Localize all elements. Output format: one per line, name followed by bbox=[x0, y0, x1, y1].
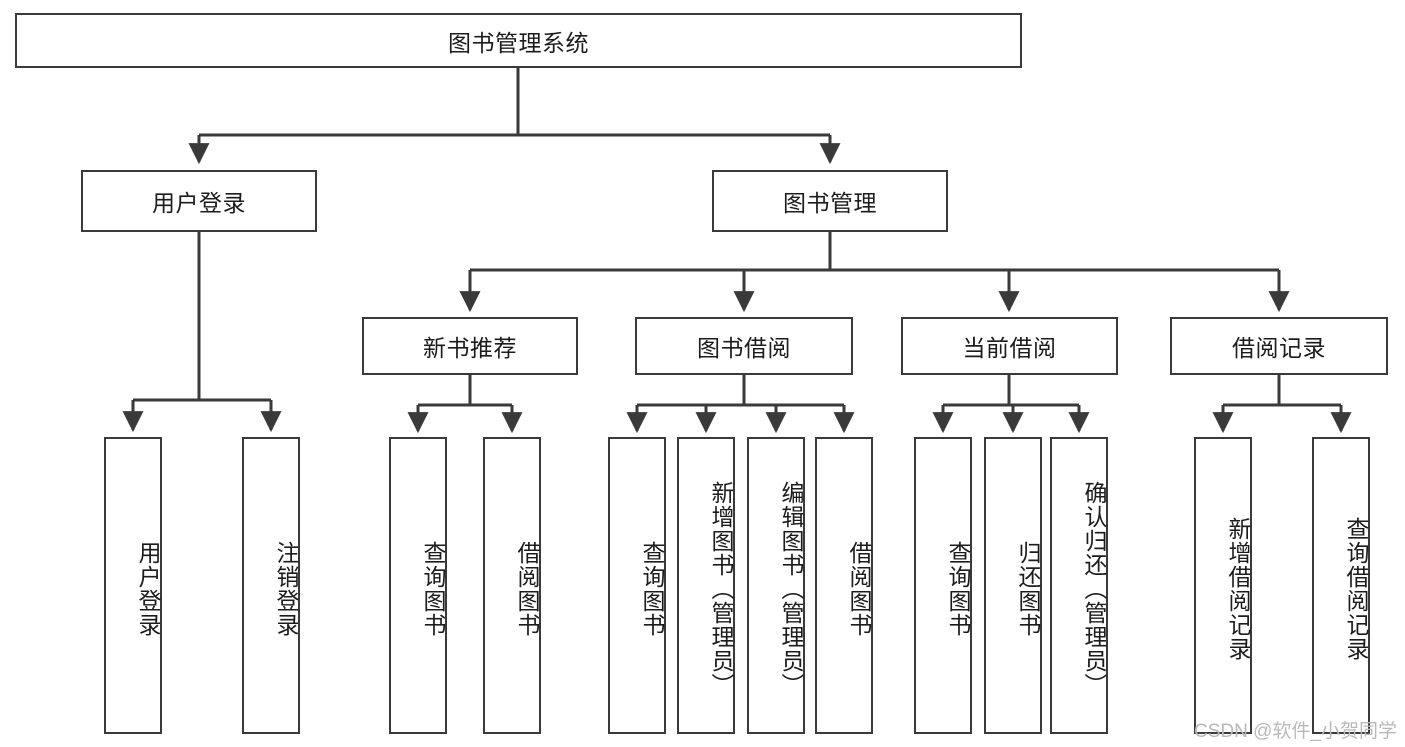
node-leaf-logout[interactable]: 注销登录 bbox=[242, 437, 300, 734]
node-leaf-label: 借阅图书 bbox=[514, 540, 540, 637]
node-leaf-label: 新增借阅记录 bbox=[1225, 516, 1251, 661]
node-leaf-query-book-c[interactable]: 查询图书 bbox=[914, 437, 972, 734]
node-borrow-record-label: 借阅记录 bbox=[1232, 335, 1326, 361]
node-root[interactable]: 图书管理系统 bbox=[15, 13, 1022, 68]
node-leaf-label: 注销登录 bbox=[273, 540, 299, 637]
node-leaf-query-borrow-record[interactable]: 查询借阅记录 bbox=[1312, 437, 1370, 734]
node-leaf-label: 查询图书 bbox=[639, 540, 665, 637]
node-leaf-label: 编辑图书（管理员） bbox=[778, 480, 804, 697]
node-leaf-confirm-return-admin[interactable]: 确认归还（管理员） bbox=[1050, 437, 1108, 734]
node-new-book-recommend[interactable]: 新书推荐 bbox=[362, 317, 578, 375]
node-leaf-borrow-book-b[interactable]: 借阅图书 bbox=[815, 437, 873, 734]
node-user-login[interactable]: 用户登录 bbox=[81, 170, 317, 232]
node-leaf-label: 查询图书 bbox=[945, 540, 971, 637]
node-leaf-add-book-admin[interactable]: 新增图书（管理员） bbox=[677, 437, 735, 734]
node-leaf-add-borrow-record[interactable]: 新增借阅记录 bbox=[1194, 437, 1252, 734]
node-leaf-user-login[interactable]: 用户登录 bbox=[104, 437, 162, 734]
node-leaf-label: 确认归还（管理员） bbox=[1081, 480, 1107, 697]
node-book-management[interactable]: 图书管理 bbox=[712, 170, 948, 232]
node-leaf-label: 用户登录 bbox=[135, 540, 161, 637]
node-leaf-borrow-book-a[interactable]: 借阅图书 bbox=[483, 437, 541, 734]
node-leaf-query-book-a[interactable]: 查询图书 bbox=[389, 437, 447, 734]
node-book-borrow-label: 图书借阅 bbox=[697, 335, 791, 361]
node-leaf-label: 查询借阅记录 bbox=[1343, 516, 1369, 661]
node-leaf-label: 新增图书（管理员） bbox=[708, 480, 734, 697]
node-leaf-label: 归还图书 bbox=[1015, 540, 1041, 637]
node-new-book-recommend-label: 新书推荐 bbox=[423, 335, 517, 361]
node-current-borrow-label: 当前借阅 bbox=[962, 335, 1057, 361]
node-current-borrow[interactable]: 当前借阅 bbox=[901, 317, 1118, 375]
node-leaf-query-book-b[interactable]: 查询图书 bbox=[608, 437, 666, 734]
node-leaf-label: 借阅图书 bbox=[846, 540, 872, 637]
node-leaf-label: 查询图书 bbox=[420, 540, 446, 637]
node-leaf-edit-book-admin[interactable]: 编辑图书（管理员） bbox=[747, 437, 805, 734]
node-root-label: 图书管理系统 bbox=[448, 29, 589, 56]
node-leaf-return-book[interactable]: 归还图书 bbox=[984, 437, 1042, 734]
node-book-management-label: 图书管理 bbox=[783, 190, 877, 216]
node-borrow-record[interactable]: 借阅记录 bbox=[1170, 317, 1388, 375]
node-book-borrow[interactable]: 图书借阅 bbox=[635, 317, 853, 375]
node-user-login-label: 用户登录 bbox=[152, 190, 246, 216]
